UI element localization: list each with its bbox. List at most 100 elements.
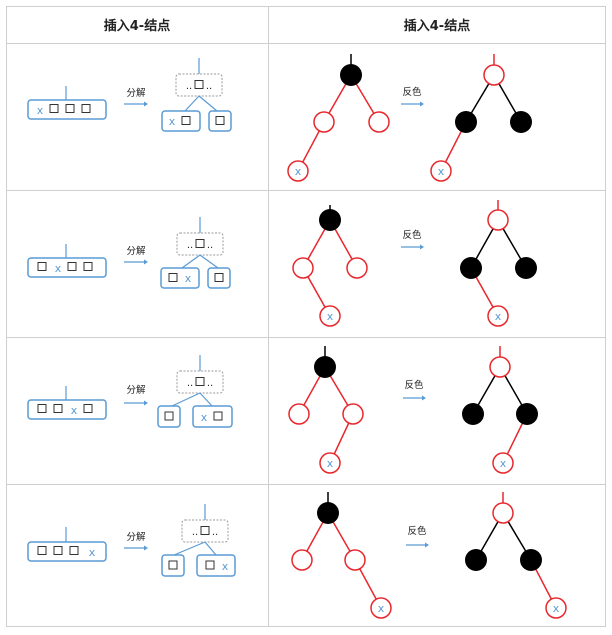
right-child-node <box>192 405 233 428</box>
key-box <box>49 104 59 113</box>
red-node <box>346 257 368 279</box>
inserted-node <box>492 452 514 474</box>
row-3-rb-after: x <box>462 346 538 474</box>
black-node <box>515 257 537 279</box>
decompose-arrow <box>124 400 148 406</box>
black-node <box>319 209 341 231</box>
key-x: x <box>55 262 62 275</box>
row-4: x 分解 .. .. x <box>27 492 567 619</box>
key-x: x <box>378 602 385 615</box>
key-x: x <box>438 165 445 178</box>
recolor-label: 反色 <box>404 379 424 391</box>
row-3-4node: x <box>27 386 107 420</box>
key-box <box>205 560 215 570</box>
red-node <box>342 403 364 425</box>
key-x: x <box>553 602 560 615</box>
key-x: x <box>37 104 44 117</box>
row-2-4node: x <box>27 244 107 278</box>
inserted-node <box>430 160 452 182</box>
inserted-node <box>287 160 309 182</box>
key-box <box>194 80 204 89</box>
decompose-label: 分解 <box>126 384 146 396</box>
black-node <box>317 502 339 524</box>
key-box <box>200 526 210 535</box>
dots-right: .. <box>206 81 212 92</box>
decompose-label: 分解 <box>126 531 146 543</box>
key-box <box>215 116 225 125</box>
recolor-arrow <box>401 244 424 250</box>
dots-left: .. <box>187 240 193 251</box>
row-2: x 分解 .. .. x <box>27 200 537 327</box>
black-node <box>510 111 532 133</box>
parent-node-dashed <box>175 73 223 97</box>
black-node <box>516 403 538 425</box>
red-node <box>313 111 335 133</box>
parent-node-dashed <box>176 232 224 256</box>
decompose-label: 分解 <box>126 87 146 99</box>
key-box <box>37 262 47 271</box>
key-box <box>81 104 91 113</box>
table-grid <box>6 6 606 627</box>
row-4-rb-before: x <box>291 492 392 619</box>
red-node <box>292 257 314 279</box>
key-box <box>195 239 205 248</box>
black-node <box>455 111 477 133</box>
key-box <box>65 104 75 113</box>
left-child-node <box>157 405 181 428</box>
left-column-title: 插入4-结点 <box>104 18 170 34</box>
key-box <box>83 262 93 271</box>
key-x: x <box>89 546 96 559</box>
red-node <box>368 111 390 133</box>
red-node <box>291 549 313 571</box>
black-node <box>314 356 336 378</box>
key-x: x <box>327 457 334 470</box>
key-box <box>181 116 191 125</box>
black-node <box>465 549 487 571</box>
recolor-arrow <box>403 395 426 401</box>
recolor-arrow <box>401 101 424 107</box>
right-column-title: 插入4-结点 <box>404 18 470 34</box>
inserted-node <box>319 452 341 474</box>
key-x: x <box>169 115 176 128</box>
key-box <box>214 273 224 282</box>
key-box <box>195 377 205 386</box>
key-x: x <box>185 272 192 285</box>
key-x: x <box>201 411 208 424</box>
row-3-split-tree: .. .. x <box>157 355 233 428</box>
dots-right: .. <box>207 240 213 251</box>
key-box <box>37 546 47 555</box>
inserted-node <box>545 597 567 619</box>
dots-right: .. <box>207 378 213 389</box>
key-box <box>53 404 63 413</box>
dots-left: .. <box>192 527 198 538</box>
row-4-4node: x <box>27 527 107 562</box>
key-box <box>213 411 223 421</box>
key-box <box>67 262 77 271</box>
red-node <box>288 403 310 425</box>
red-node <box>487 209 509 231</box>
red-node <box>489 356 511 378</box>
left-child-node <box>161 554 185 577</box>
decompose-label: 分解 <box>126 245 146 257</box>
recolor-arrow <box>406 542 429 548</box>
parent-node-dashed <box>181 519 229 543</box>
left-child-node <box>161 110 201 132</box>
recolor-label: 反色 <box>407 525 427 537</box>
row-1-rb-after: x <box>430 54 532 182</box>
red-node <box>492 502 514 524</box>
key-box <box>164 411 174 421</box>
row-2-split-tree: .. .. x <box>160 217 231 289</box>
black-node <box>340 64 362 86</box>
key-box <box>37 404 47 413</box>
decompose-arrow <box>124 545 148 551</box>
key-box <box>69 546 79 555</box>
decompose-arrow <box>124 259 148 265</box>
row-3: x 分解 .. .. x <box>27 346 538 474</box>
red-node <box>344 549 366 571</box>
dots-right: .. <box>212 527 218 538</box>
row-2-rb-after: x <box>460 200 537 327</box>
inserted-node <box>319 305 341 327</box>
right-child-node <box>208 110 232 132</box>
dots-left: .. <box>186 81 192 92</box>
